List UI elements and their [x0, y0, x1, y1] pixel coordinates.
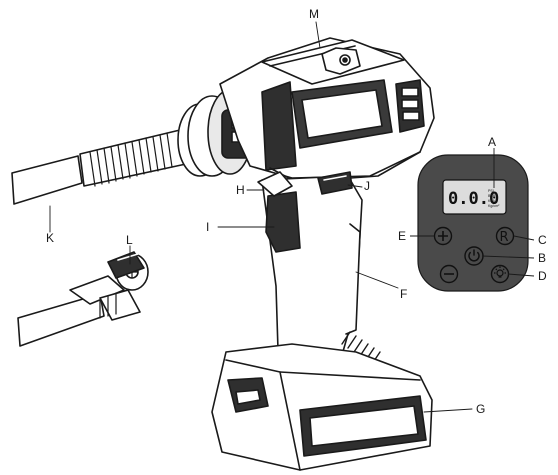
hose	[11, 129, 187, 205]
label-K: K	[46, 231, 54, 245]
label-D: D	[538, 269, 547, 283]
lcd-value: 0.0.0	[448, 189, 499, 209]
label-A: A	[488, 135, 496, 149]
unit-kgcm: Kg/cm²	[488, 204, 500, 208]
unit-psi: PSI	[488, 189, 494, 193]
label-B: B	[538, 251, 546, 265]
label-F: F	[400, 287, 407, 301]
mode-r-icon: R	[500, 230, 509, 245]
unit-bar: BAR	[488, 194, 496, 198]
control-panel: 0.0.0 PSI BAR KPA Kg/cm² R	[410, 148, 535, 292]
handle	[257, 171, 381, 377]
label-M: M	[309, 7, 319, 21]
label-C: C	[538, 233, 547, 247]
label-I: I	[206, 220, 209, 234]
light-icon	[494, 266, 506, 278]
mode-button[interactable]: R	[495, 226, 515, 246]
minus-button[interactable]	[439, 264, 459, 284]
callout-labels: M A H J I K L E C B D F G	[46, 7, 547, 416]
plus-icon	[438, 231, 448, 241]
unit-kpa: KPA	[488, 199, 496, 203]
label-L: L	[126, 233, 133, 247]
plus-button[interactable]	[433, 226, 453, 246]
label-H: H	[236, 183, 245, 197]
label-G: G	[476, 402, 485, 416]
battery	[211, 343, 433, 471]
leader-lines	[49, 21, 473, 413]
hose-chuck	[17, 251, 149, 347]
power-icon	[468, 249, 480, 262]
label-E: E	[398, 229, 406, 243]
lcd-display	[442, 179, 507, 215]
label-J: J	[364, 179, 370, 193]
top-clip[interactable]	[321, 47, 361, 75]
